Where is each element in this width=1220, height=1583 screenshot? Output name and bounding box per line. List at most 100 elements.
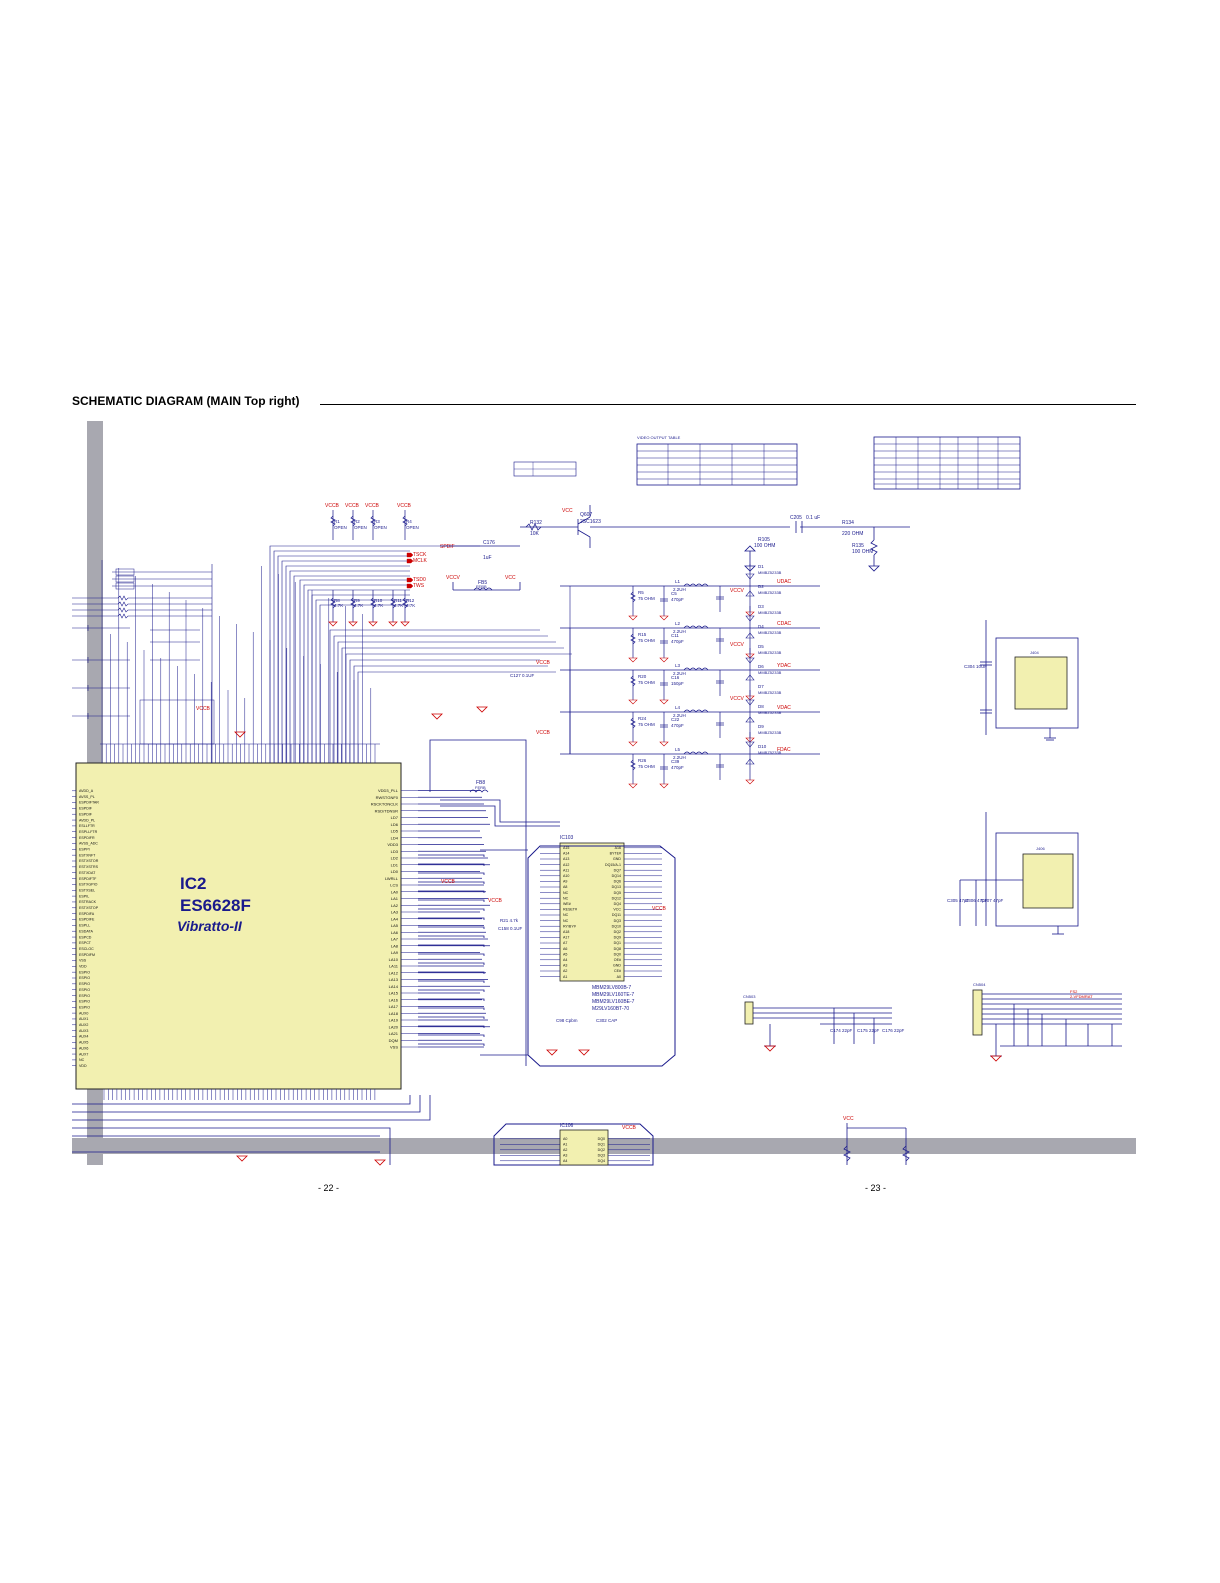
ic106-right-pin-label: DQ3 [598, 1154, 605, 1158]
config-table-grid [874, 437, 1020, 489]
r132-val: 10K [530, 531, 540, 537]
bus-wire [418, 971, 485, 974]
ic2-left-pin-label: AUX6 [79, 1046, 88, 1050]
net-flag [406, 583, 414, 589]
ic2-left-pin-label: AUX3 [79, 1029, 88, 1033]
top-resistor-body [402, 515, 408, 527]
ic103-left-pin-label: A13 [563, 857, 569, 861]
ic2-left-pin-label: ESPDIFM [79, 953, 95, 957]
vcc-label-2: VCC [505, 575, 516, 581]
filter-output-net: VDAC [777, 705, 791, 711]
pullup-resistor-body [402, 597, 408, 609]
ic2-right-pin-label: RWSTGNF0 [376, 795, 399, 800]
ic2-left-pin-label: ESPCD [79, 935, 92, 939]
filter-output-net: CDAC [777, 621, 792, 627]
ic103-right-pin-label: DQ0 [614, 952, 621, 956]
ground-symbol [628, 699, 638, 705]
cn504-ref: CN504 [973, 982, 986, 987]
signal-wire [303, 584, 410, 763]
bus-wire [418, 944, 485, 947]
top-resistors: VCCBR1OPENVCCBR2OPENVCCBR3OPENVCCBR4OPEN… [269, 503, 572, 763]
signal-wire [345, 653, 572, 763]
part-label: C307 47pF [981, 898, 1004, 903]
signal-wire [353, 665, 548, 763]
filter-l-val: 2.2UH [673, 671, 686, 676]
ic106-body [559, 1129, 609, 1166]
ic2-right-pin-label: LA4 [391, 916, 399, 921]
ic2-right-pin-label: LA11 [389, 964, 399, 969]
diode-ref: D3 [758, 604, 764, 609]
ic106-vcc: VCCB [622, 1125, 637, 1131]
pullup-resistor-body [350, 597, 356, 609]
bus-wire [440, 799, 560, 823]
cn503-ref: CN503 [743, 994, 756, 999]
ground-symbol [578, 1049, 590, 1056]
part-label: C304 10UF [964, 664, 987, 669]
vccb-label-b: VCCB [488, 898, 503, 904]
signal-wire [349, 659, 540, 763]
ic2-right-pin-label: LA9 [391, 950, 399, 955]
ic2-left-pin-label: ESPDIFE [79, 918, 95, 922]
filter-output-net: UDAC [777, 579, 792, 585]
ic103-right-pin-label: DQ2 [614, 930, 621, 934]
ic2-left-pin-label: ESPPI [79, 848, 90, 852]
ic103-right-pin-label: A0 [617, 975, 621, 979]
bus-wire [72, 1095, 411, 1105]
pullup-resistor-ref: R8 [334, 598, 340, 603]
left-crystal-cap [115, 582, 135, 590]
ic103-part-3: MBM29LV160BE-7 [592, 999, 635, 1005]
left-resistor [72, 613, 212, 619]
q607-ref: Q607 [580, 512, 592, 518]
net-label: TSD0 [413, 577, 426, 583]
r134-val: 220 OHM [842, 531, 863, 537]
ic2-ref: IC2 [180, 874, 206, 893]
ground-symbol [400, 621, 410, 627]
ic2-left-pin-label: ESPDIFR [79, 836, 95, 840]
r105-val: 100 OHM [754, 543, 775, 549]
part-label: C127 0.1UF [510, 673, 535, 678]
vccv-label: VCCV [730, 588, 745, 594]
ic2-left-pin-label: AUX4 [79, 1035, 88, 1039]
ic2-right-pin-label: LA6 [391, 930, 399, 935]
filter-resistor [630, 591, 636, 603]
video-output-table-grid [637, 444, 797, 485]
part-label: C302 CAP [596, 1018, 617, 1023]
signal-wire [333, 635, 548, 763]
diode-part: MMBZ5233B [758, 750, 782, 755]
ic2-right-pin-label: RSD/TDNSR [375, 808, 398, 813]
top-resistor-ref: R3 [374, 519, 380, 524]
ic106-bus-outline [493, 1123, 654, 1166]
filter-c-val: 470pF [671, 765, 684, 770]
ground-symbol [659, 615, 669, 621]
connector-cn504: CN504 FS2 2-VFDMRAT [972, 982, 1122, 1057]
ic2-left-pin-label: ESPIO [79, 994, 90, 998]
ic2-left-pin-label: ESPCT [79, 941, 92, 945]
ic103-right-pin-label: OE# [614, 958, 621, 962]
diode-part: MMBZ5233B [758, 610, 782, 615]
ic103-right-pin-label: DQ3 [614, 919, 621, 923]
ic2-left-pin-label: ESPIO [79, 970, 90, 974]
ic106-right-pin-label: DQ4 [598, 1159, 605, 1163]
ground-symbol [328, 621, 338, 627]
top-resistor-val: OPEN [374, 525, 387, 530]
ic103-right-pin-label: DQ8 [614, 947, 621, 951]
pullup-resistor-val: 4.7K [374, 603, 383, 608]
ic103-part-1: MBM29LV800B-7 [592, 985, 631, 991]
ground-symbol [628, 657, 638, 663]
ic103-left-pin-label: A17 [563, 936, 569, 940]
top-resistor-body [370, 515, 376, 527]
ic2-left-pins: AVDD_AAVSS_PLESPDIFTARESPDIFESPDIFAVDD_P… [72, 789, 99, 1068]
net-flag [406, 552, 414, 558]
zener-diode [745, 573, 755, 597]
filter-c-val: 470pF [671, 723, 684, 728]
ic2: IC2 ES6628F Vibratto-II VDD3_PLLRWSTGNF0… [72, 560, 418, 1166]
net-flag [406, 577, 414, 583]
signal-wire [337, 641, 556, 763]
zener-diode [745, 615, 755, 639]
pullup-resistor-val: 4.7K [354, 603, 363, 608]
ground-symbol [546, 1049, 558, 1056]
cn503-body [744, 1001, 754, 1025]
top-resistor-body [330, 515, 336, 527]
bus-wires [72, 739, 560, 1165]
ic2-right-pin-label: LD5 [391, 829, 399, 834]
